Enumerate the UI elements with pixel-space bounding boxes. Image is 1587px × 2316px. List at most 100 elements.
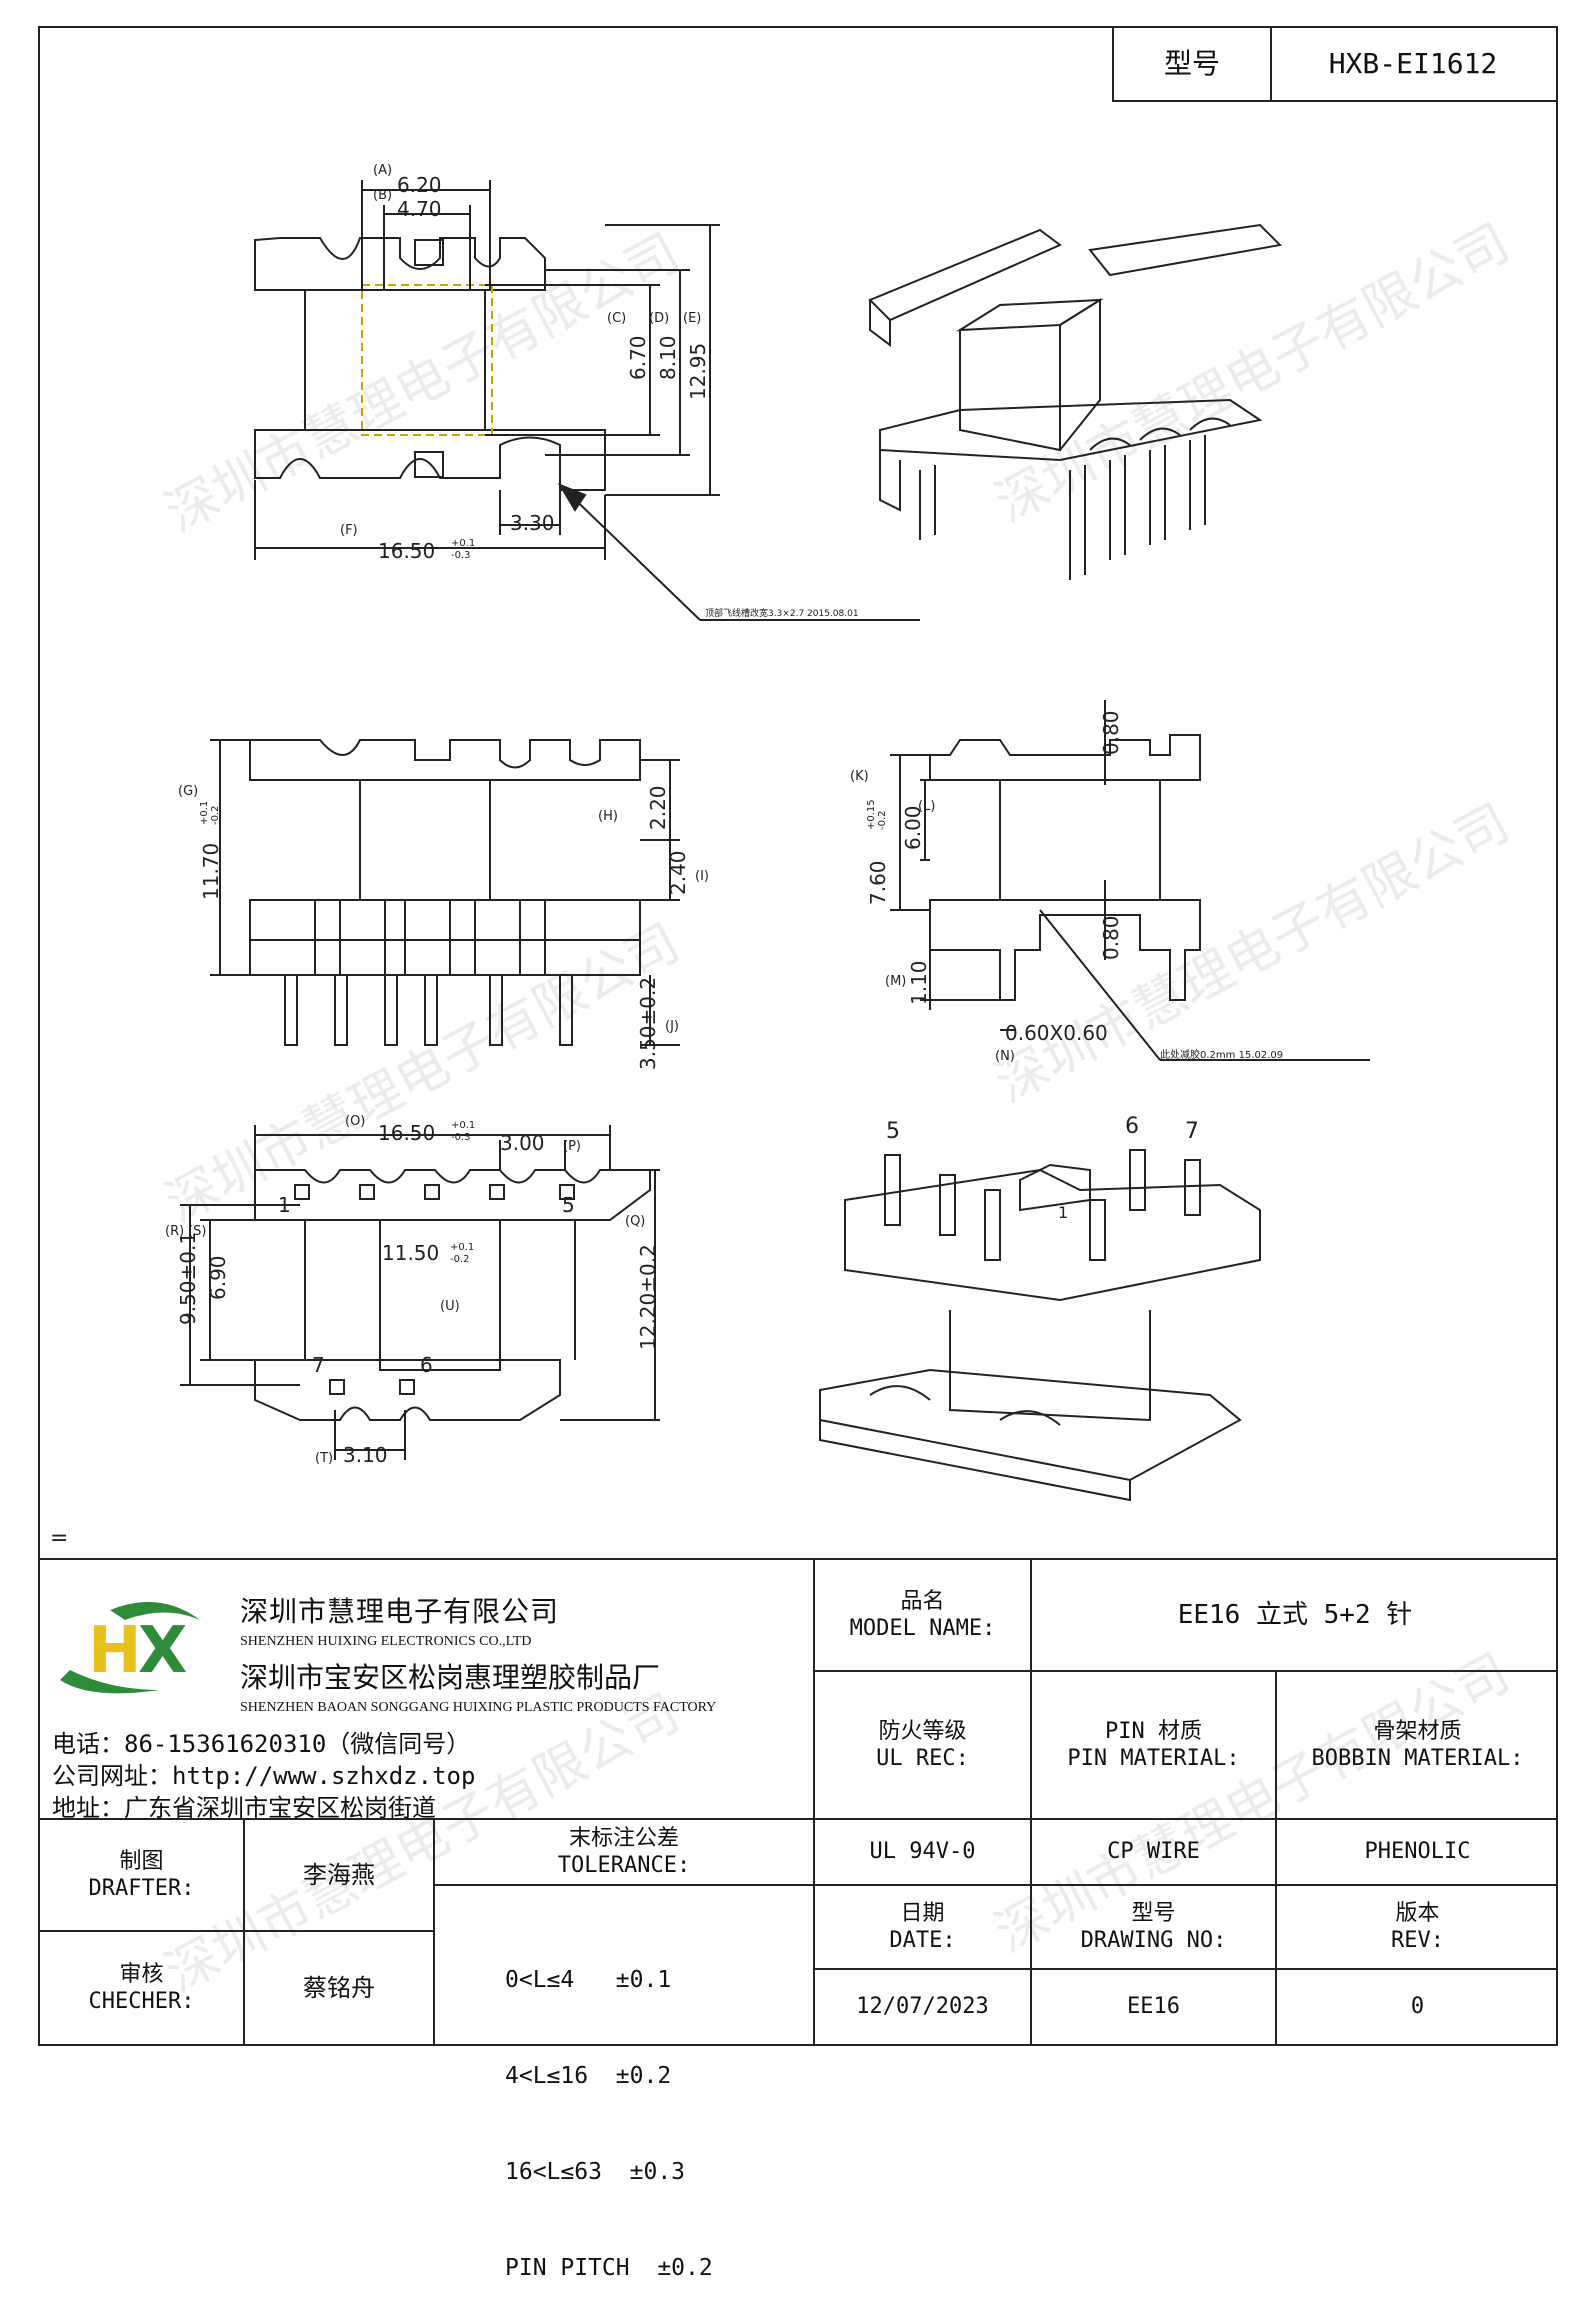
model-name-value: EE16 立式 5+2 针 (1177, 1599, 1413, 1630)
ul-cn: 防火等级 (878, 1718, 967, 1744)
top-view-core-window (304, 289, 486, 431)
ul-value-cell: UL 94V-0 (815, 1820, 1030, 1884)
dim-o-tol-up: +0.1 (451, 1120, 475, 1131)
dim-label-f: (F) (340, 523, 358, 538)
dim-m: 1.10 (907, 960, 931, 1005)
iso-pin-number: 6 (1125, 1114, 1139, 1139)
company-logo: H X HX (50, 1590, 220, 1700)
model-value: HXB-EI1612 (1328, 46, 1498, 80)
tolerance-line: PIN PITCH ±0.2 (505, 2255, 713, 2281)
model-label-cell: 型号 (1112, 26, 1272, 102)
tolerance-line: 0<L≤4 ±0.1 (505, 1967, 672, 1993)
drafter-header: 制图 DRAFTER: (40, 1820, 243, 1930)
dim-label-u: (U) (440, 1299, 460, 1314)
dim-e: 12.95 (686, 343, 710, 400)
bobbin-header: 骨架材质 BOBBIN MATERIAL: (1277, 1672, 1558, 1818)
checker-cn: 审核 (119, 1961, 164, 1987)
bottom-view-top (254, 1169, 651, 1221)
bobbin-value-cell: PHENOLIC (1277, 1820, 1558, 1884)
side-view-base (929, 899, 1201, 1001)
drawing-frame (38, 26, 1558, 2046)
tolerance-line: 16<L≤63 ±0.3 (505, 2159, 686, 2185)
dim-i: 2.40 (666, 850, 690, 895)
dim-j: 3.50±0.2 (636, 977, 660, 1070)
dim-label-q: (Q) (625, 1214, 645, 1229)
dim-o: 16.50 (378, 1121, 435, 1145)
drafter-en: DRAFTER: (88, 1876, 195, 1901)
side-view (890, 700, 1370, 1061)
tolerance-cn: 末标注公差 (568, 1825, 679, 1851)
dim-o-tol-dn: -0.3 (451, 1132, 471, 1143)
dim-k-tol-dn: -0.2 (877, 810, 888, 830)
dim-q: 12.20±0.2 (636, 1244, 660, 1350)
side-view-top (929, 734, 1201, 781)
iso-pin-number: 1 (1058, 1203, 1068, 1222)
drawing-en: DRAWING NO: (1080, 1928, 1227, 1953)
tolerance-en: TOLERANCE: (557, 1853, 691, 1878)
dim-g: 11.70 (199, 843, 223, 900)
pin-value: CP WIRE (1107, 1839, 1200, 1865)
dim-t: 3.10 (343, 1443, 388, 1467)
dim-p: 3.00 (500, 1131, 545, 1155)
dim-n: 0.60X0.60 (1005, 1021, 1108, 1045)
dim-label-d: (D) (649, 311, 669, 326)
front-view (210, 739, 680, 1046)
date-header: 日期 DATE: (815, 1886, 1030, 1968)
drafter-name: 李海燕 (303, 1861, 375, 1889)
rev-cn: 版本 (1395, 1900, 1440, 1926)
dim-label-e: (E) (683, 311, 701, 326)
tolerance-list: 0<L≤4 ±0.1 4<L≤16 ±0.2 16<L≤63 ±0.3 PIN … (505, 1900, 713, 2316)
svg-text:X: X (138, 1614, 187, 1688)
dim-b: 4.70 (397, 197, 442, 221)
date-value-cell: 12/07/2023 (815, 1970, 1030, 2044)
dim-side-bottom: 0.80 (1099, 915, 1123, 960)
ul-en: UL REC: (876, 1746, 969, 1771)
dim-u-tol-dn: -0.2 (450, 1254, 470, 1265)
drafter-name-cell: 李海燕 (245, 1820, 433, 1930)
front-view-base (249, 899, 641, 976)
dim-label-k: (K) (850, 769, 869, 784)
dim-k-tol-up: +0.15 (866, 799, 877, 830)
top-view-note: 顶部飞线槽改宽3.3×2.7 2015.08.01 (705, 607, 859, 619)
svg-text:H: H (88, 1614, 142, 1688)
bottom-view-pin-holes (294, 1184, 575, 1395)
checker-en: CHECHER: (88, 1989, 195, 2014)
top-view-center-leg (361, 284, 493, 436)
dim-side-top: 0.80 (1099, 710, 1123, 755)
pin-value-cell: CP WIRE (1032, 1820, 1275, 1884)
top-view-pin-bottom (414, 451, 444, 478)
dim-label-m: (M) (885, 974, 906, 989)
date-cn: 日期 (900, 1900, 945, 1926)
dim-g-tol-up: +0.1 (199, 801, 210, 825)
company-address: 地址：广东省深圳市宝安区松岗街道 (52, 1794, 436, 1822)
iso-view-bottom (819, 1149, 1261, 1502)
tolerance-header: 末标注公差 TOLERANCE: (435, 1820, 813, 1884)
dim-u: 11.50 (382, 1241, 439, 1265)
model-label: 型号 (1163, 46, 1220, 80)
drawing-no-header: 型号 DRAWING NO: (1032, 1886, 1275, 1968)
front-view-pins (284, 974, 573, 1046)
factory-name-cn: 深圳市宝安区松岗惠理塑胶制品厂 (240, 1661, 661, 1694)
checker-header: 审核 CHECHER: (40, 1932, 243, 2044)
front-view-top-flange (249, 739, 641, 781)
tolerance-line: 4<L≤16 ±0.2 (505, 2063, 672, 2089)
dim-f-tol-dn: -0.3 (451, 550, 471, 561)
iso-view-top (868, 223, 1283, 580)
dim-label-o: (O) (345, 1114, 365, 1129)
pin-number: 5 (562, 1193, 575, 1217)
dim-label-t: (T) (315, 1451, 333, 1466)
model-value-cell: HXB-EI1612 (1270, 26, 1558, 102)
dim-label-r: (R) (165, 1224, 184, 1239)
dim-h: 2.20 (646, 785, 670, 830)
top-view-pin-top (414, 239, 444, 266)
bottom-view (180, 1125, 660, 1460)
dim-u-tol-up: +0.1 (450, 1242, 474, 1253)
date-en: DATE: (889, 1928, 956, 1953)
drawing-no-value-cell: EE16 (1032, 1970, 1275, 2044)
company-website[interactable]: 公司网址：http://www.szhxdz.top (52, 1762, 476, 1790)
company-name-en: SHENZHEN HUIXING ELECTRONICS CO.,LTD (240, 1634, 532, 1649)
dim-label-l: (L) (918, 799, 935, 814)
dim-l: 6.00 (901, 805, 925, 850)
drawing-no-value: EE16 (1127, 1994, 1180, 2020)
model-name-header: 品名 MODEL NAME: (815, 1560, 1030, 1670)
